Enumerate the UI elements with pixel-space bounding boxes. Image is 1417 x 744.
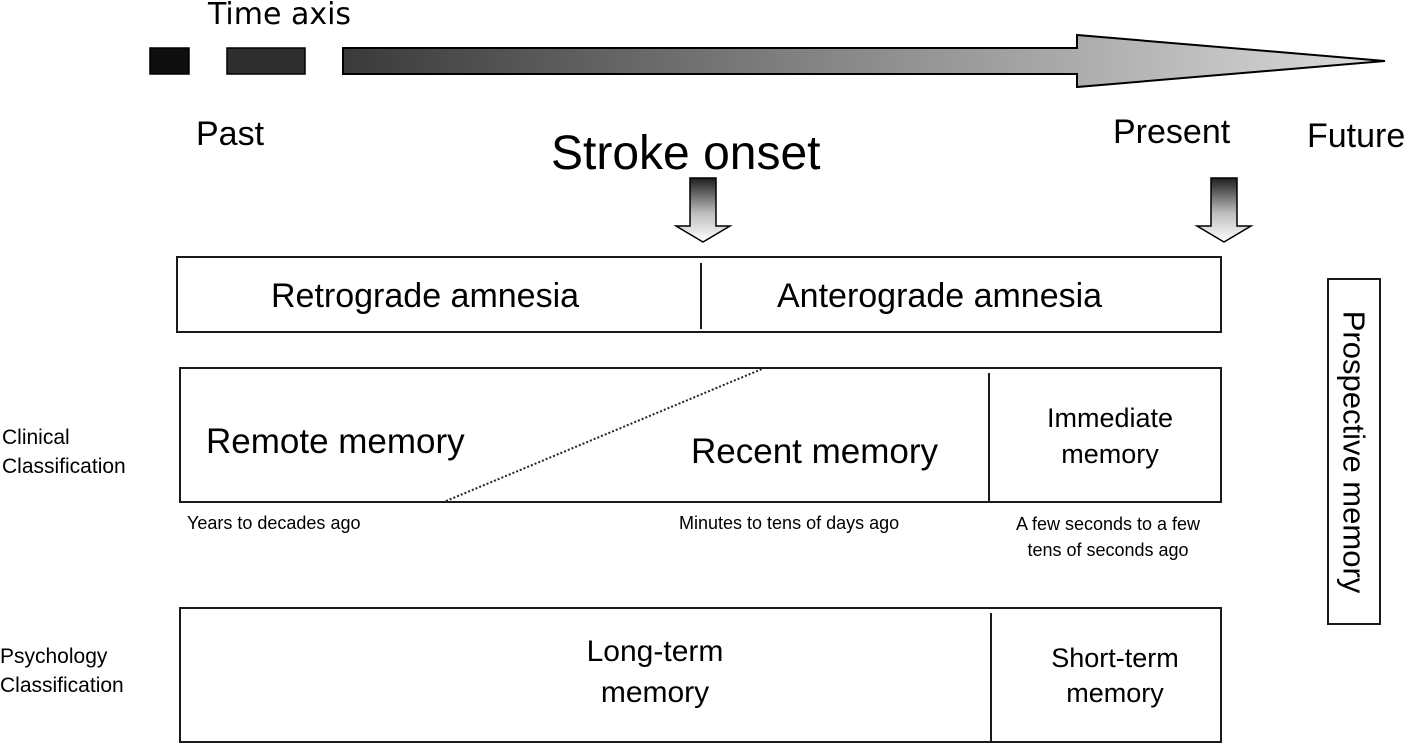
long-term-memory-label-line1: Long-term bbox=[586, 635, 724, 668]
short-term-memory-label-line1: Short-term bbox=[1051, 643, 1179, 673]
psychology-box bbox=[179, 607, 1222, 743]
remote-memory-label: Remote memory bbox=[206, 422, 465, 461]
immediate-range-label-line1: A few seconds to a few bbox=[1015, 514, 1201, 534]
future-label: Future bbox=[1307, 117, 1406, 155]
retrograde-amnesia-label: Retrograde amnesia bbox=[271, 277, 580, 315]
immediate-memory-label-line2: memory bbox=[1061, 439, 1159, 469]
time-axis-arrow bbox=[342, 33, 1386, 89]
clinical-row-label-line1: Clinical bbox=[2, 426, 70, 449]
time-axis-title: Time axis bbox=[208, 0, 352, 32]
remote-range-label: Years to decades ago bbox=[187, 513, 361, 533]
anterograde-amnesia-label: Anterograde amnesia bbox=[777, 277, 1103, 315]
amnesia-box bbox=[176, 256, 1222, 333]
time-axis-dash-2 bbox=[226, 47, 306, 75]
amnesia-divider bbox=[700, 263, 702, 329]
dotted-diagonal-line bbox=[445, 368, 763, 502]
prospective-memory-label: Prospective memory bbox=[1336, 310, 1372, 593]
long-term-memory-label-line2: memory bbox=[600, 676, 710, 709]
present-down-arrow bbox=[1194, 177, 1254, 243]
short-term-memory-label-line2: memory bbox=[1066, 678, 1164, 708]
prospective-memory-box: Prospective memory bbox=[1327, 278, 1381, 625]
stroke-onset-down-arrow bbox=[673, 177, 733, 243]
time-axis-dash-1 bbox=[149, 47, 190, 75]
psychology-row-label-line2: Classification bbox=[0, 674, 124, 697]
immediate-memory-label-line1: Immediate bbox=[1046, 403, 1174, 433]
past-label: Past bbox=[196, 115, 265, 153]
immediate-range-label-line2: tens of seconds ago bbox=[1027, 540, 1189, 560]
psychology-divider bbox=[990, 613, 992, 741]
present-label: Present bbox=[1113, 113, 1231, 151]
stroke-onset-label: Stroke onset bbox=[551, 127, 821, 180]
clinical-row-label-line2: Classification bbox=[2, 455, 126, 478]
psychology-row-label-line1: Psychology bbox=[0, 645, 108, 668]
recent-memory-label: Recent memory bbox=[691, 432, 939, 471]
clinical-box bbox=[179, 367, 1222, 503]
clinical-divider bbox=[988, 373, 990, 501]
recent-range-label: Minutes to tens of days ago bbox=[679, 513, 900, 533]
